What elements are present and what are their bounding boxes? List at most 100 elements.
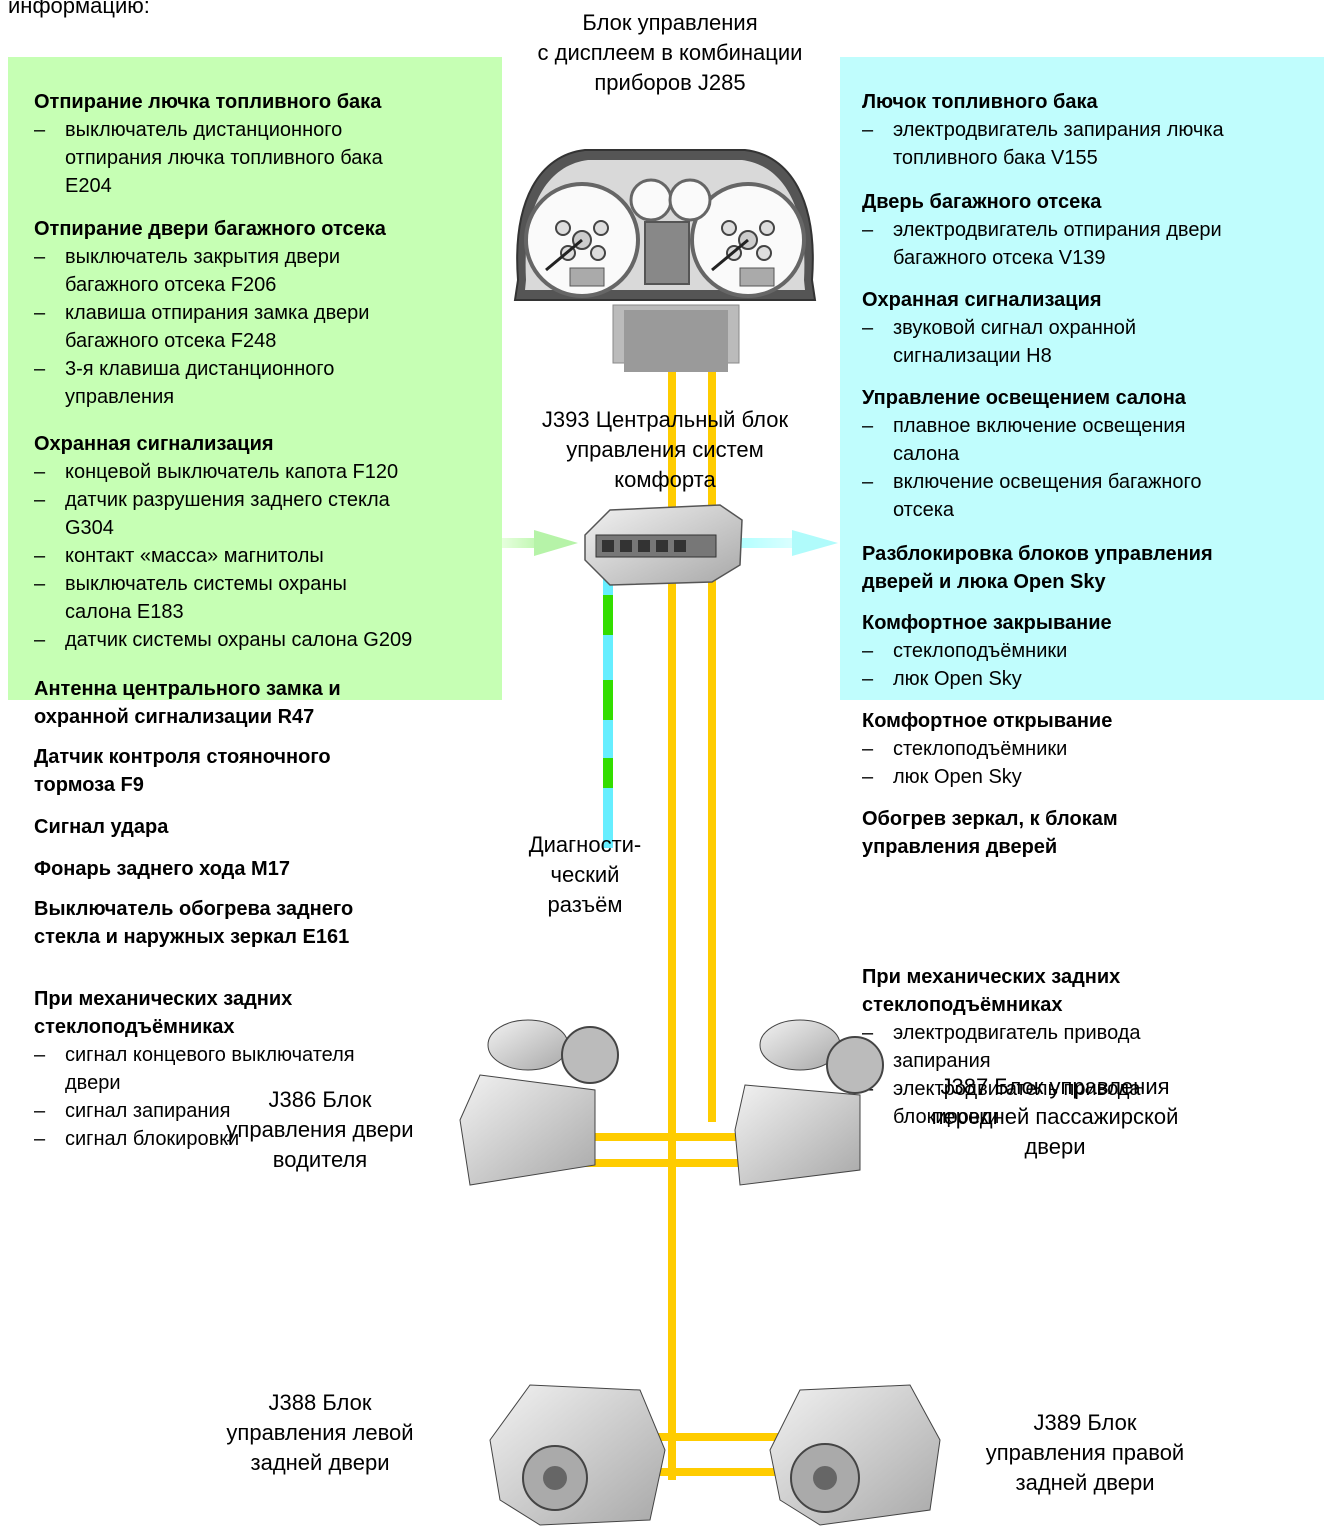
section-item: датчик системы охраны салона G209 [34, 626, 504, 654]
section-item: выключатель дистанционного отпирания лючк… [34, 116, 504, 200]
section-item: сигнал концевого выключателя двери [34, 1041, 504, 1097]
central-module-label-line: J393 Центральный блок [541, 407, 789, 432]
section-title-line: Охранная сигнализация [34, 433, 274, 455]
section-title-line: Дверь багажного отсека [862, 191, 1102, 213]
central-module-label-line: управления систем [566, 437, 764, 462]
left-panel-section: Сигнал удара [34, 813, 504, 841]
section-title-line: Выключатель обогрева заднего [34, 898, 354, 920]
door-module-j389-image [769, 1384, 941, 1526]
j386-label: J386 Блок управления двери водителя [190, 1085, 450, 1175]
section-item-line: управления [65, 386, 175, 408]
section-title-line: При механических задних [862, 966, 1121, 988]
input-arrow [502, 530, 578, 556]
section-item-line: звуковой сигнал охранной [893, 317, 1137, 339]
section-item-line: датчик системы охраны салона G209 [65, 629, 413, 651]
left-panel-section: Датчик контроля стояночного тормоза F9 [34, 743, 504, 799]
section-title: Охранная сигнализация [34, 430, 504, 458]
section-item-line: двери [65, 1072, 121, 1094]
right-panel-section: Дверь багажного отсека электродвигатель о… [862, 188, 1322, 272]
section-item-line: запирания [893, 1050, 991, 1072]
door-module-j387-image [734, 1019, 884, 1186]
section-item-line: багажного отсека F206 [65, 274, 277, 296]
section-title-line: Лючок топливного бака [862, 91, 1098, 113]
section-title-line: Разблокировка блоков управления [862, 543, 1213, 565]
section-item: электродвигатель отпирания дверибагажног… [862, 216, 1322, 272]
j387-label-line: двери [1024, 1134, 1086, 1159]
cluster-label-line: с дисплеем в комбинации [537, 40, 803, 65]
section-title-line: Отпирание двери багажного отсека [34, 218, 386, 240]
section-item-line: салона E183 [65, 601, 184, 623]
j386-label-line: водителя [272, 1147, 368, 1172]
j387-label-line: передней пассажирской [931, 1104, 1179, 1129]
section-title-line: стеклоподъёмниках [34, 1016, 235, 1038]
j389-label-line: J389 Блок [1033, 1410, 1137, 1435]
section-item-line: электродвигатель запирания лючка [893, 119, 1224, 141]
section-title: Лючок топливного бака [862, 88, 1322, 116]
section-title: Выключатель обогрева заднего стекла и нар… [34, 895, 504, 951]
section-item-line: багажного отсека V139 [893, 247, 1106, 269]
section-item-line: контакт «масса» магнитолы [65, 545, 324, 567]
section-item-line: включение освещения багажного [893, 471, 1202, 493]
inputs-panel: Отпирание лючка топливного бакавыключате… [8, 57, 504, 1153]
section-item-line: отпирания лючка топливного бака [65, 147, 383, 169]
section-title-line: Комфортное открывание [862, 710, 1113, 732]
section-title-line: тормоза F9 [34, 774, 144, 796]
section-item-line: стеклоподъёмники [893, 738, 1068, 760]
left-panel-section: Отпирание лючка топливного бакавыключате… [34, 88, 504, 200]
section-title-line: Датчик контроля стояночного [34, 746, 331, 768]
section-title-line: Управление освещением салона [862, 387, 1186, 409]
section-item-line: выключатель дистанционного [65, 119, 343, 141]
section-item: стеклоподъёмники [862, 735, 1322, 763]
j387-label: J387 Блок управления передней пассажирск… [880, 1072, 1230, 1162]
section-item-line: выключатель системы охраны [65, 573, 347, 595]
section-title-line: Комфортное закрывание [862, 612, 1112, 634]
section-title: Отпирание лючка топливного бака [34, 88, 504, 116]
diagnostic-label-line: разъём [547, 892, 623, 917]
section-item-line: E204 [65, 175, 112, 197]
j386-label-line: управления двери [226, 1117, 414, 1142]
instrument-cluster-image [513, 149, 817, 372]
left-panel-section: Охранная сигнализацияконцевой выключател… [34, 430, 504, 654]
j389-label: J389 Блок управления правой задней двери [950, 1408, 1220, 1498]
section-item-line: стеклоподъёмники [893, 640, 1068, 662]
section-item-line: G304 [65, 517, 114, 539]
section-item-line: датчик разрушения заднего стекла [65, 489, 390, 511]
left-panel-section: При механических задних стеклоподъёмниках… [34, 985, 504, 1153]
cluster-label-line: приборов J285 [594, 70, 746, 95]
section-title: Управление освещением салона [862, 384, 1322, 412]
section-title-line: охранной сигнализации R47 [34, 706, 315, 728]
section-title: Комфортное открывание [862, 707, 1322, 735]
section-title: Фонарь заднего хода M17 [34, 855, 504, 883]
section-item-line: люк Open Sky [893, 668, 1022, 690]
section-item-line: салона [893, 443, 960, 465]
section-item: контакт «масса» магнитолы [34, 542, 504, 570]
section-item-line: электродвигатель привода [893, 1078, 1141, 1100]
section-title: Дверь багажного отсека [862, 188, 1322, 216]
section-item: электродвигатель запирания лючкатопливно… [862, 116, 1322, 172]
cluster-label-line: Блок управления [582, 10, 758, 35]
section-item: люк Open Sky [862, 763, 1322, 791]
right-panel-section: Комфортное открывание стеклоподъёмники люк… [862, 707, 1322, 791]
section-item-line: плавное включение освещения [893, 415, 1186, 437]
j388-label-line: J388 Блок [268, 1390, 372, 1415]
j389-label-line: управления правой [985, 1440, 1185, 1465]
j388-label-line: управления левой [226, 1420, 414, 1445]
right-panel-section: Лючок топливного бака электродвигатель за… [862, 88, 1322, 172]
section-item: сигнал запирания [34, 1097, 504, 1125]
section-item-line: сигнал концевого выключателя [65, 1044, 355, 1066]
section-title-line: При механических задних [34, 988, 293, 1010]
section-title-line: стекла и наружных зеркал E161 [34, 926, 350, 948]
section-title: Отпирание двери багажного отсека [34, 215, 504, 243]
j386-label-line: J386 Блок [268, 1087, 372, 1112]
section-item: стеклоподъёмники [862, 637, 1322, 665]
section-title-line: Охранная сигнализация [862, 289, 1102, 311]
left-panel-section: Выключатель обогрева заднего стекла и нар… [34, 895, 504, 951]
